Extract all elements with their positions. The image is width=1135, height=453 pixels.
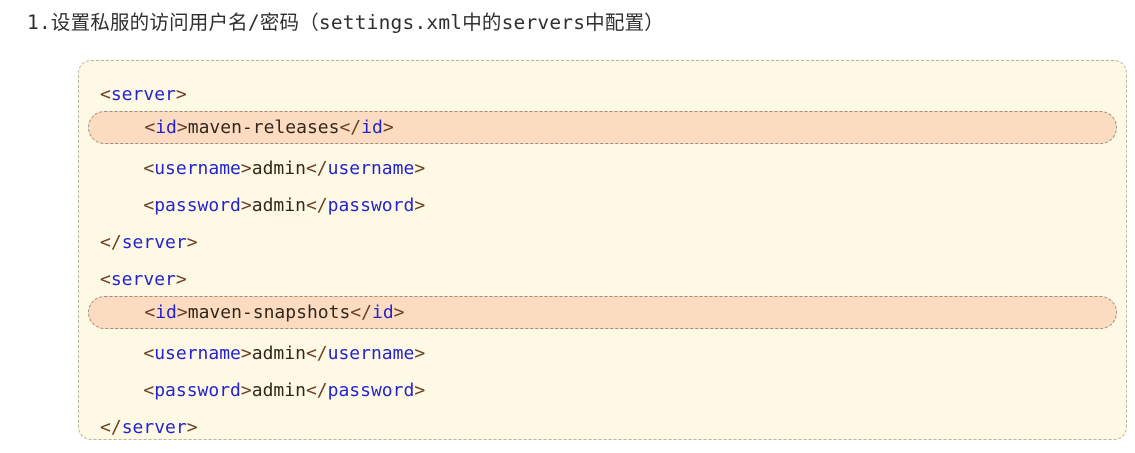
code-token-text: maven-releases (187, 116, 340, 138)
code-token-punct: > (175, 83, 187, 105)
code-token-punct: </ (350, 301, 372, 323)
code-token-punct: </ (100, 416, 122, 438)
code-token-punct: < (100, 83, 111, 105)
code-token-tag: password (154, 379, 241, 401)
code-line-highlighted: <id>maven-releases</id> (88, 111, 1117, 144)
code-token-tag: id (361, 116, 383, 138)
code-line-text: <username>admin</username> (79, 157, 425, 181)
code-token-text: admin (251, 342, 306, 364)
code-indent (100, 158, 143, 179)
code-token-punct: > (393, 301, 405, 323)
section-heading: 1.设置私服的访问用户名/密码（settings.xml中的servers中配置… (27, 11, 664, 34)
code-token-punct: > (414, 157, 426, 179)
code-line: </server> (79, 224, 1126, 261)
code-indent (101, 117, 144, 138)
code-token-punct: </ (305, 379, 328, 401)
code-line: <server> (79, 76, 1126, 113)
code-token-punct: > (240, 342, 252, 364)
code-line-text: <password>admin</password> (79, 194, 425, 218)
code-line: <server> (79, 261, 1126, 298)
code-token-tag: id (155, 116, 177, 138)
code-token-punct: < (143, 379, 155, 401)
code-token-punct: </ (339, 116, 362, 138)
code-token-tag: password (327, 194, 415, 216)
code-token-tag: username (154, 342, 241, 364)
code-line-highlighted: <id>maven-snapshots</id> (88, 296, 1117, 329)
code-token-punct: > (414, 342, 426, 364)
code-token-punct: < (143, 342, 155, 364)
code-token-tag: username (327, 342, 415, 364)
code-token-punct: > (240, 157, 252, 179)
code-line-text: <password>admin</password> (79, 379, 425, 403)
code-token-punct: < (143, 194, 155, 216)
code-line: <password>admin</password> (79, 187, 1126, 224)
code-line: <username>admin</username> (79, 335, 1126, 372)
code-token-tag: id (371, 301, 394, 323)
code-token-tag: username (327, 157, 415, 179)
code-indent (100, 195, 143, 216)
code-line-text: <username>admin</username> (79, 342, 425, 366)
code-token-text: maven-snapshots (187, 301, 351, 323)
code-line: </server> (79, 409, 1126, 446)
code-token-punct: > (186, 416, 198, 438)
code-token-tag: server (121, 231, 187, 253)
code-token-punct: < (144, 301, 156, 323)
code-token-punct: > (414, 194, 426, 216)
code-token-tag: password (154, 194, 241, 216)
code-line-text: </server> (79, 416, 198, 440)
code-line: <password>admin</password> (79, 372, 1126, 409)
code-token-punct: > (240, 194, 252, 216)
code-token-punct: </ (305, 157, 328, 179)
code-indent (100, 380, 143, 401)
code-token-text: admin (251, 157, 306, 179)
code-indent (101, 302, 144, 323)
code-token-text: admin (251, 379, 306, 401)
code-line-text: <server> (79, 268, 187, 292)
code-indent (100, 343, 143, 364)
code-token-punct: < (100, 268, 111, 290)
code-token-punct: > (175, 268, 187, 290)
code-line-text: </server> (79, 231, 198, 255)
code-token-tag: server (110, 268, 176, 290)
code-token-tag: server (121, 416, 187, 438)
code-token-tag: server (110, 83, 176, 105)
code-token-punct: </ (305, 342, 328, 364)
code-token-punct: > (382, 116, 394, 138)
code-line-text: <server> (79, 83, 187, 107)
code-token-punct: > (176, 301, 188, 323)
code-token-tag: username (154, 157, 241, 179)
code-token-punct: < (143, 157, 155, 179)
code-token-punct: > (176, 116, 188, 138)
code-line: <username>admin</username> (79, 150, 1126, 187)
code-line-text: <id>maven-snapshots</id> (89, 301, 405, 325)
code-token-punct: > (414, 379, 426, 401)
code-token-punct: </ (305, 194, 328, 216)
code-token-tag: password (327, 379, 415, 401)
code-token-punct: </ (100, 231, 122, 253)
code-line-list: <server> <id>maven-releases</id> <userna… (79, 61, 1126, 439)
code-token-tag: id (155, 301, 177, 323)
code-token-text: admin (251, 194, 306, 216)
code-token-punct: > (186, 231, 198, 253)
xml-code-block: <server> <id>maven-releases</id> <userna… (78, 60, 1127, 440)
code-token-punct: > (240, 379, 252, 401)
code-line-text: <id>maven-releases</id> (89, 116, 394, 140)
code-token-punct: < (144, 116, 156, 138)
